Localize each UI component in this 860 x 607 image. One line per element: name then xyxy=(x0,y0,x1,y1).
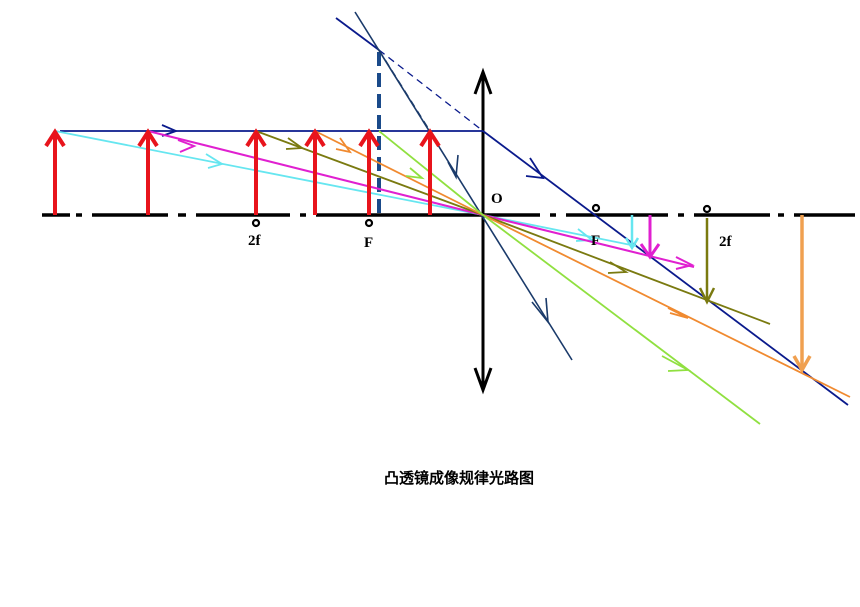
left-2f-label: 2f xyxy=(248,233,261,249)
virtual-extension-parallel xyxy=(378,49,484,132)
object-arrow-2 xyxy=(137,128,159,215)
object-arrow-3 xyxy=(245,128,267,215)
green-ray xyxy=(378,130,761,425)
object-arrow-5 xyxy=(358,128,380,215)
right-2f-label: 2f xyxy=(719,234,732,250)
convex-lens xyxy=(473,67,493,395)
right-2f-point xyxy=(702,204,712,214)
left-f-label: F xyxy=(364,235,374,251)
left-2f-point xyxy=(251,218,261,228)
center-ray-inside-f xyxy=(354,11,573,361)
parallel-ray xyxy=(60,17,849,406)
object-arrow-4 xyxy=(304,128,326,215)
left-f-point xyxy=(364,218,374,228)
object-arrow-6 xyxy=(419,128,441,215)
object-arrow-1 xyxy=(44,128,66,215)
optical-center-label: O xyxy=(491,191,503,207)
cyan-ray xyxy=(54,130,640,251)
focal-markers xyxy=(251,203,712,228)
right-f-point xyxy=(591,203,601,213)
right-f-label: F xyxy=(591,233,601,249)
objects xyxy=(44,128,441,215)
olive-ray xyxy=(255,130,771,325)
diagram-caption: 凸透镜成像规律光路图 xyxy=(384,469,535,487)
magenta-ray xyxy=(147,130,695,270)
orange-ray xyxy=(314,130,851,398)
